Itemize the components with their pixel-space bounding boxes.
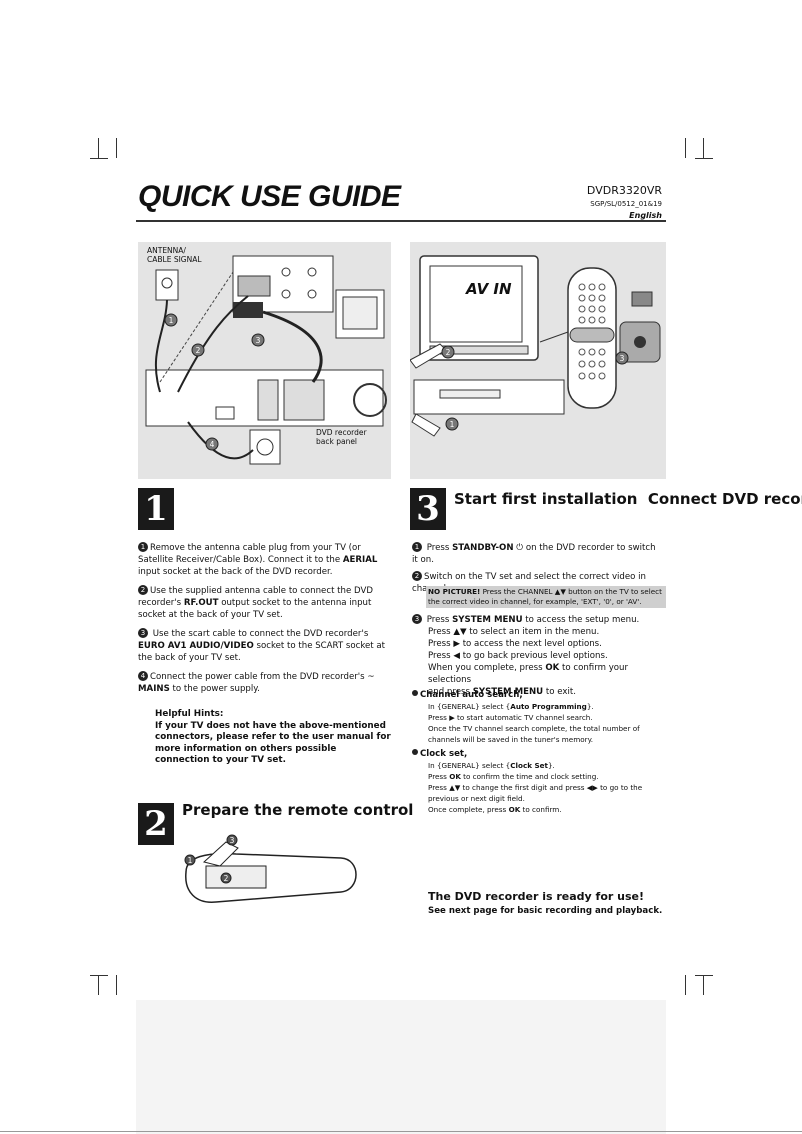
step-item: 1 Press STANDBY-ON ⏻ on the DVD recorder… [412,542,656,565]
connection-diagram: ANTENNA/ CABLE SIGNAL DVD recorder back … [138,242,391,479]
helpful-hints: Helpful Hints: If your TV does not have … [155,709,391,767]
page-bottom-edge [0,1131,802,1132]
step-item: 3 Press SYSTEM MENU to access the setup … [412,614,666,698]
step-number: 4 [138,671,148,681]
crop-mark [116,975,117,995]
section-number: 2 [138,803,174,845]
section-title: Prepare the remote control [182,801,414,819]
tv-screen-text: AV IN [466,280,512,298]
callout-3: 3 [255,336,261,345]
installation-diagram: AV IN 1 2 3 [410,242,666,479]
hints-title: Helpful Hints: [155,709,224,719]
callout-3: 3 [229,836,235,845]
page-title: QUICK USE GUIDE [138,180,401,213]
crop-mark [703,138,704,158]
callout-1: 1 [187,856,193,865]
connection-illustration [145,255,387,465]
callout-2: 2 [223,874,229,883]
crop-mark [116,138,117,158]
crop-mark [695,158,713,159]
language-label: English [629,211,662,220]
crop-mark [703,975,704,995]
antenna-label: ANTENNA/ CABLE SIGNAL [147,246,202,264]
callout-1: 1 [449,420,455,429]
no-picture-note: NO PICTURE! Press the CHANNEL ▲▼ button … [426,586,666,608]
section-title: Start first installation Connect DVD rec… [454,490,802,508]
step-number: 3 [138,628,148,638]
back-panel-label: DVD recorder back panel [316,428,367,446]
page-bottom-shade [136,1000,666,1134]
crop-mark [98,975,99,995]
ready-title: The DVD recorder is ready for use! [428,890,644,903]
section-number: 3 [410,488,446,530]
crop-mark [90,158,108,159]
crop-mark [695,975,713,976]
callout-2: 2 [195,346,201,355]
crop-mark [685,975,686,995]
crop-mark [90,975,108,976]
hints-text: If your TV does not have the above-menti… [155,720,391,766]
crop-mark [98,138,99,158]
callout-2: 2 [445,348,451,357]
document-code: SGP/SL/0512_01&19 [590,200,662,208]
title-rule [136,220,666,222]
step-number: 1 [138,542,148,552]
installation-illustration [410,255,661,437]
model-number: DVDR3320VR [586,184,662,197]
callout-1: 1 [168,316,174,325]
ready-subtitle: See next page for basic recording and pl… [428,906,663,916]
step-item: 3 Use the scart cable to connect the DVD… [138,628,386,663]
section-number: 1 [138,488,174,530]
clock-set-block: Clock set, In {GENERAL} select {Clock Se… [412,748,666,815]
callout-3: 3 [619,354,625,363]
step-number: 2 [138,585,148,595]
remote-battery-illustration [184,834,357,903]
callout-4: 4 [209,440,215,449]
crop-mark [685,138,686,158]
channel-search-block: Channel auto search, In {GENERAL} select… [412,689,666,745]
